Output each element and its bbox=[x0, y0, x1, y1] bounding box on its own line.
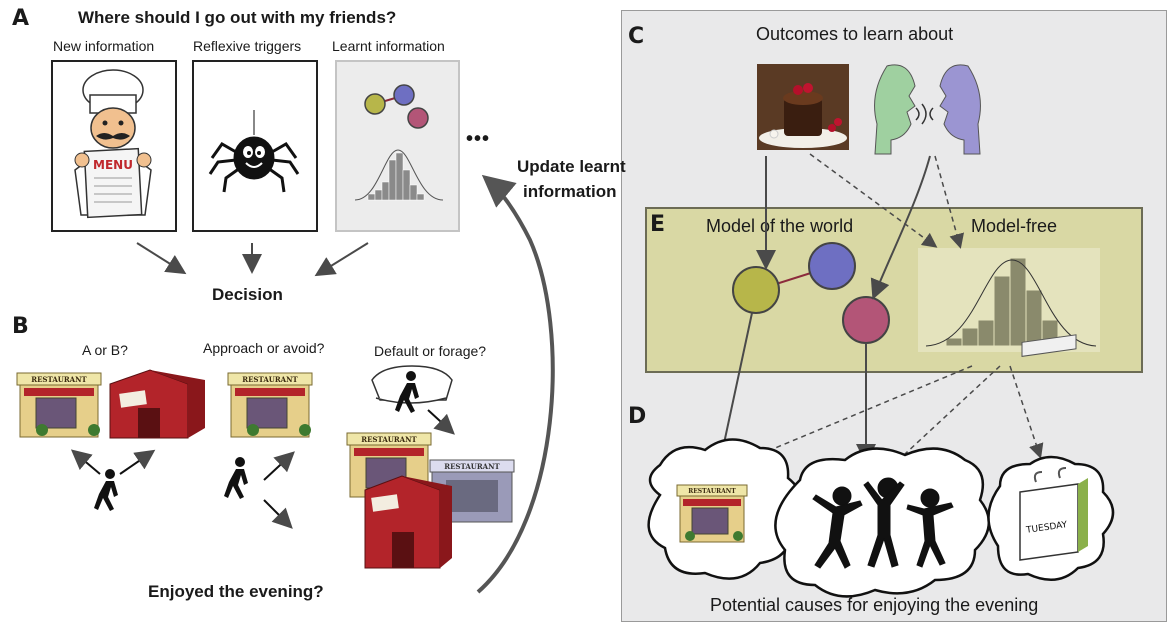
restaurant-icon: RESTAURANT bbox=[16, 372, 102, 438]
world-node-olive bbox=[732, 266, 780, 314]
walker-icon-3 bbox=[395, 371, 419, 413]
restaurant-sign-4: RESTAURANT bbox=[688, 488, 736, 495]
panel-letter-a: A bbox=[12, 6, 30, 31]
talking-faces-icon bbox=[874, 64, 981, 155]
dessert-photo bbox=[757, 64, 849, 150]
restaurant-sign-3: RESTAURANT bbox=[361, 435, 417, 444]
world-node-blue bbox=[808, 242, 856, 290]
model-free-curve bbox=[925, 259, 1097, 347]
restaurant-sign-blue: RESTAURANT bbox=[444, 462, 500, 471]
walker-icon-1 bbox=[94, 469, 118, 511]
more-sources-ellipsis: ••• bbox=[466, 128, 491, 150]
model-free-label: Model-free bbox=[971, 216, 1058, 236]
a-or-b-arrows bbox=[70, 449, 156, 475]
dancing-friends-icon bbox=[812, 477, 954, 569]
walker-icon-2 bbox=[224, 457, 248, 499]
restaurant-icon-2: RESTAURANT bbox=[227, 372, 313, 438]
red-building-icon-2 bbox=[364, 475, 452, 569]
outcomes-title: Outcomes to learn about bbox=[756, 24, 954, 44]
update-learnt-line1: Update learnt bbox=[517, 157, 626, 176]
panel-letter-e: E bbox=[650, 212, 666, 237]
restaurant-sign-2: RESTAURANT bbox=[242, 375, 298, 384]
update-learnt-line2: information bbox=[523, 182, 617, 201]
choice-approach-or-avoid: Approach or avoid? bbox=[203, 340, 325, 356]
mini-circle-olive bbox=[364, 93, 386, 115]
question-title: Where should I go out with my friends? bbox=[78, 8, 397, 27]
source-label-new-information: New information bbox=[53, 38, 155, 54]
mini-circle-blue bbox=[393, 84, 415, 106]
panel-letter-d: D bbox=[628, 404, 647, 429]
source-label-learnt-information: Learnt information bbox=[332, 38, 445, 54]
learnt-histogram-icon bbox=[354, 149, 444, 201]
forage-arrow bbox=[427, 409, 455, 435]
learnt-network-icon bbox=[364, 84, 429, 129]
restaurant-icon-4: RESTAURANT bbox=[676, 484, 748, 543]
world-node-pink bbox=[842, 296, 890, 344]
decision-arrows bbox=[136, 242, 369, 277]
approach-avoid-arrows bbox=[263, 451, 295, 529]
update-feedback-arrow bbox=[476, 174, 555, 594]
decision-label: Decision bbox=[212, 285, 283, 304]
model-of-world-label: Model of the world bbox=[706, 216, 854, 236]
choice-a-or-b: A or B? bbox=[82, 342, 128, 358]
restaurant-sign: RESTAURANT bbox=[31, 375, 87, 384]
mini-circle-pink bbox=[407, 107, 429, 129]
enjoyed-evening-question: Enjoyed the evening? bbox=[148, 582, 324, 601]
source-label-reflexive-triggers: Reflexive triggers bbox=[193, 38, 302, 54]
chef-illustration: MENU bbox=[74, 69, 152, 219]
menu-label: MENU bbox=[93, 158, 133, 172]
red-building-icon bbox=[109, 369, 205, 439]
choice-default-or-forage: Default or forage? bbox=[374, 343, 487, 359]
potential-causes-caption: Potential causes for enjoying the evenin… bbox=[710, 595, 1039, 615]
panel-letter-b: B bbox=[12, 314, 29, 339]
spider-illustration bbox=[208, 110, 300, 193]
calendar-icon: TUESDAY bbox=[1019, 334, 1088, 561]
panel-letter-c: C bbox=[628, 24, 645, 49]
